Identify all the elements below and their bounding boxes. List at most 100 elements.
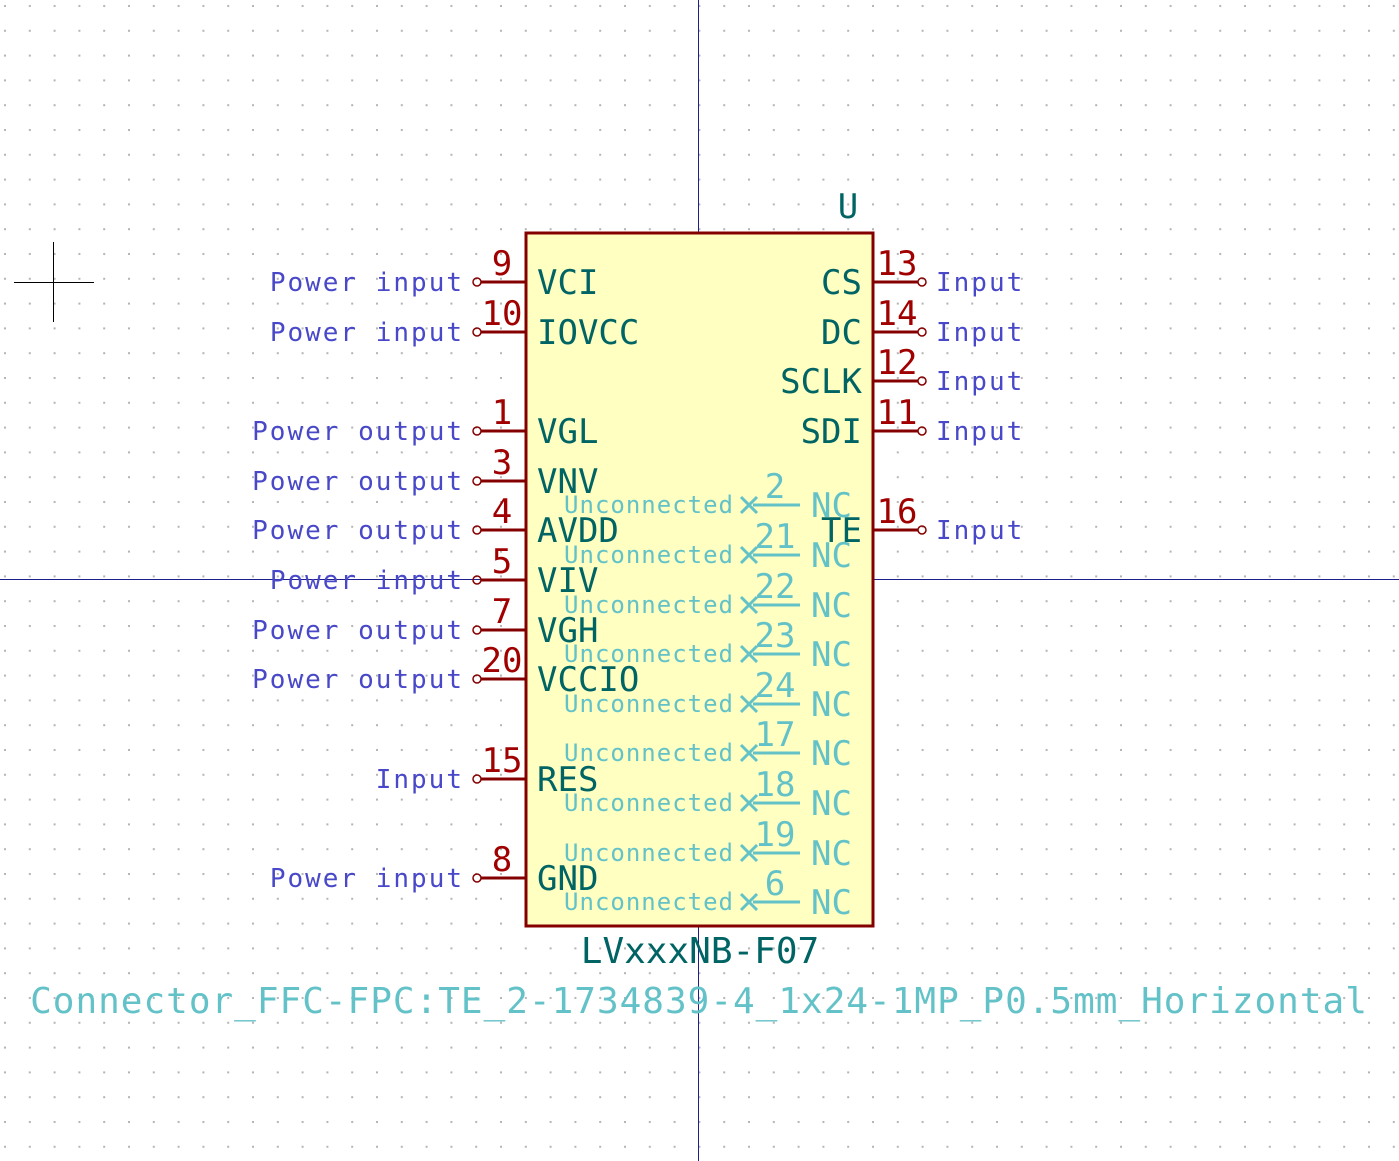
pin-endpoint-icon[interactable]	[472, 625, 482, 635]
pin-electrical-type: Power input	[270, 864, 464, 894]
pin-endpoint-icon[interactable]	[472, 525, 482, 535]
nc-pin-number: 24	[755, 666, 796, 706]
no-connect-x-icon	[739, 545, 759, 565]
pins-layer: 9 VCI Power input 10 IOVCC Power input 1 VGL Pow…	[252, 244, 1024, 923]
pin-endpoint-icon[interactable]	[472, 277, 482, 287]
pin-number: 13	[877, 244, 918, 284]
pin-name: VNV	[537, 462, 598, 502]
pin-endpoint-icon[interactable]	[472, 327, 482, 337]
nc-pin-number: 22	[755, 567, 796, 607]
nc-pin-number: 23	[755, 616, 796, 656]
pin-electrical-type: Power input	[270, 318, 464, 348]
pin-endpoint-icon[interactable]	[472, 873, 482, 883]
nc-electrical-type: Unconnected	[564, 541, 734, 569]
pin-number: 16	[877, 492, 918, 532]
nc-pin-name: NC	[811, 635, 852, 675]
pin-endpoint-icon[interactable]	[472, 426, 482, 436]
pin-endpoint-icon[interactable]	[472, 476, 482, 486]
pin-number: 20	[482, 641, 523, 681]
pin-number: 5	[492, 542, 512, 582]
no-connect-x-icon	[739, 892, 759, 912]
pin-name: VGH	[537, 611, 598, 651]
nc-pin-number: 17	[755, 715, 796, 755]
pin-electrical-type: Input	[936, 318, 1024, 348]
pin-electrical-type: Input	[936, 417, 1024, 447]
pin-electrical-type: Power output	[252, 417, 464, 447]
pin-electrical-type: Power input	[270, 268, 464, 298]
pin-electrical-type: Input	[376, 765, 464, 795]
no-connect-x-icon	[739, 843, 759, 863]
pin-number: 15	[482, 741, 523, 781]
nc-pin-name: NC	[811, 734, 852, 774]
no-connect-x-icon	[739, 743, 759, 763]
pin-endpoint-icon[interactable]	[472, 774, 482, 784]
pin-number: 7	[492, 592, 512, 632]
pin-electrical-type: Power input	[270, 566, 464, 596]
nc-electrical-type: Unconnected	[564, 888, 734, 916]
nc-electrical-type: Unconnected	[564, 789, 734, 817]
nc-electrical-type: Unconnected	[564, 491, 734, 519]
nc-pin-name: NC	[811, 536, 852, 576]
pin-name: IOVCC	[537, 313, 639, 353]
nc-pin-number: 21	[755, 517, 796, 557]
nc-pin-number: 19	[755, 815, 796, 855]
no-connect-x-icon	[739, 694, 759, 714]
symbol-body[interactable]	[524, 231, 875, 928]
nc-electrical-type: Unconnected	[564, 640, 734, 668]
pin-number: 1	[492, 393, 512, 433]
nc-pin-number: 2	[765, 467, 785, 507]
pin-name: AVDD	[537, 511, 619, 551]
pin-name: DC	[821, 313, 862, 353]
nc-pin-name: NC	[811, 784, 852, 824]
pin-name: SCLK	[780, 362, 862, 402]
pin-endpoint-icon[interactable]	[472, 674, 482, 684]
pin-number: 11	[877, 393, 918, 433]
pin-name: VCCIO	[537, 660, 639, 700]
nc-pin-number: 18	[755, 765, 796, 805]
pin-electrical-type: Input	[936, 516, 1024, 546]
pin-name: GND	[537, 859, 598, 899]
nc-pin-name: NC	[811, 486, 852, 526]
pin-name: VIV	[537, 561, 598, 601]
nc-electrical-type: Unconnected	[564, 690, 734, 718]
pin-endpoint-icon[interactable]	[917, 426, 927, 436]
no-connect-x-icon	[739, 793, 759, 813]
pin-endpoint-icon[interactable]	[917, 327, 927, 337]
pin-name: VCI	[537, 263, 598, 303]
nc-pin-name: NC	[811, 883, 852, 923]
reference-designator[interactable]: U	[838, 187, 858, 227]
nc-electrical-type: Unconnected	[564, 839, 734, 867]
pin-number: 14	[877, 294, 918, 334]
pin-number: 9	[492, 244, 512, 284]
pin-endpoint-icon[interactable]	[917, 376, 927, 386]
pin-number: 4	[492, 492, 512, 532]
nc-pin-name: NC	[811, 834, 852, 874]
pin-endpoint-icon[interactable]	[472, 575, 482, 585]
pin-name: VGL	[537, 412, 598, 452]
pin-name: TE	[821, 511, 862, 551]
pin-electrical-type: Power output	[252, 665, 464, 695]
pin-endpoint-icon[interactable]	[917, 525, 927, 535]
symbol-value[interactable]: LVxxxNB-F07	[581, 931, 819, 972]
nc-pin-name: NC	[811, 685, 852, 725]
no-connect-x-icon	[739, 495, 759, 515]
pin-name: RES	[537, 760, 598, 800]
pin-number: 8	[492, 840, 512, 880]
pin-name: CS	[821, 263, 862, 303]
no-connect-x-icon	[739, 644, 759, 664]
pin-endpoint-icon[interactable]	[917, 277, 927, 287]
pin-number: 3	[492, 443, 512, 483]
pin-name: SDI	[801, 412, 862, 452]
footprint-field[interactable]: Connector_FFC-FPC:TE_2-1734839-4_1x24-1M…	[30, 981, 1368, 1022]
pin-electrical-type: Input	[936, 268, 1024, 298]
nc-electrical-type: Unconnected	[564, 591, 734, 619]
pin-electrical-type: Input	[936, 367, 1024, 397]
pin-number: 10	[482, 294, 523, 334]
pin-electrical-type: Power output	[252, 616, 464, 646]
pin-electrical-type: Power output	[252, 516, 464, 546]
no-connect-x-icon	[739, 595, 759, 615]
nc-electrical-type: Unconnected	[564, 739, 734, 767]
pin-number: 12	[877, 343, 918, 383]
nc-pin-number: 6	[765, 864, 785, 904]
